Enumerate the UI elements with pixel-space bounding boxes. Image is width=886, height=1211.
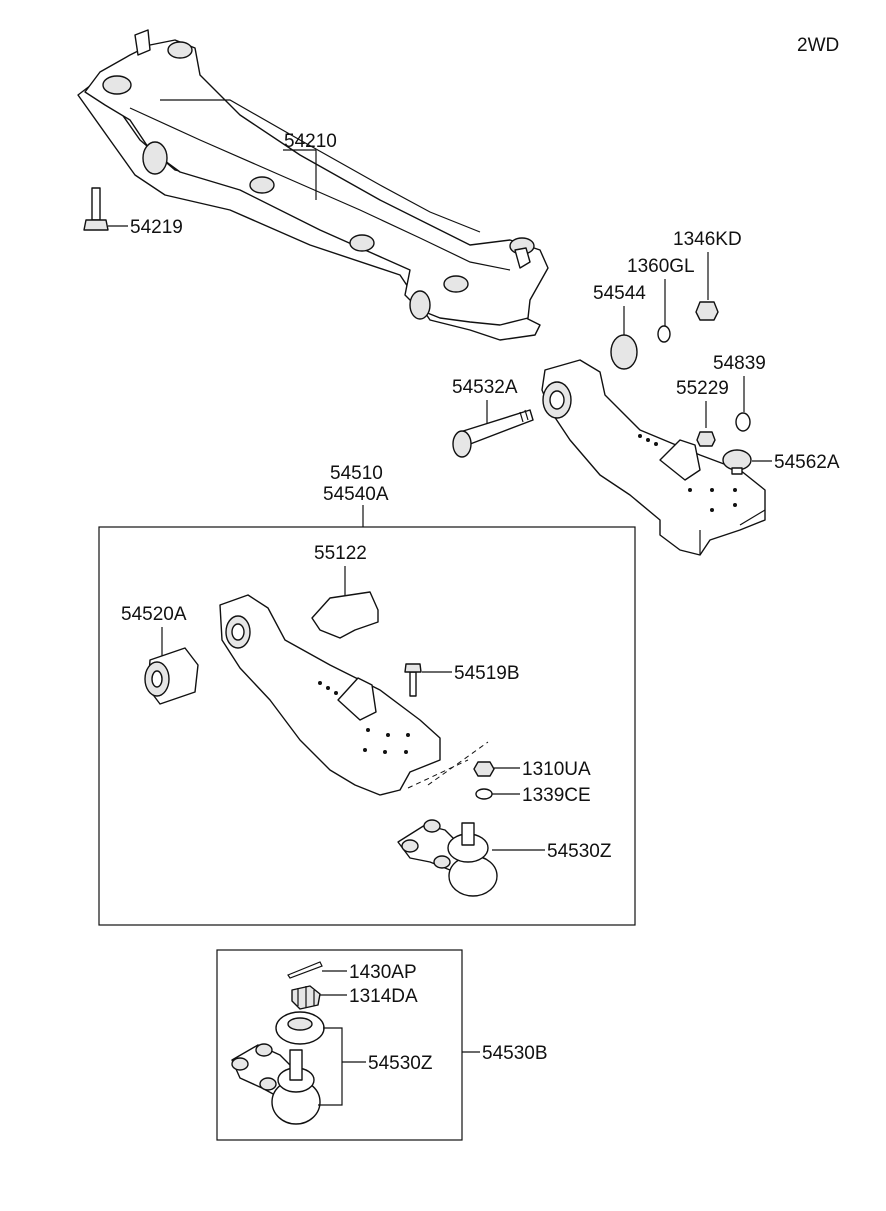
stopper-54562A-drawing: [722, 449, 752, 475]
nut-55229-drawing: [696, 431, 716, 447]
label-ball-joint-kit: 54530B: [482, 1043, 548, 1064]
crossmember-drawing: [77, 29, 549, 341]
label-crossmember-bolt: 54219: [130, 217, 183, 238]
washer-1360GL-drawing: [657, 325, 671, 343]
label-washer-1360GL: 1360GL: [627, 256, 695, 277]
label-cotter-pin: 1430AP: [349, 962, 417, 983]
bolt-54519B-drawing: [404, 663, 422, 697]
label-nut-1346KD: 1346KD: [673, 229, 742, 250]
label-castle-nut: 1314DA: [349, 986, 418, 1007]
label-shaft-54532A: 54532A: [452, 377, 518, 398]
cotter-pin-drawing: [287, 961, 323, 979]
ball-joint-lower-drawing: [231, 1043, 321, 1125]
label-crossmember: 54210: [284, 131, 337, 152]
bushing-54520A-drawing: [144, 647, 199, 705]
shaft-54532A-drawing: [452, 409, 534, 458]
lower-arm-assy-box: [98, 526, 636, 926]
bumper-54544-drawing: [610, 334, 638, 370]
label-ball-joint-upper: 54530Z: [547, 841, 612, 862]
label-washer-54839: 54839: [713, 353, 766, 374]
label-ball-joint-lower: 54530Z: [368, 1053, 433, 1074]
bracket-55122-drawing: [311, 591, 379, 639]
label-washer-1339CE: 1339CE: [522, 785, 591, 806]
bolt-54219-drawing: [83, 187, 109, 231]
castle-nut-drawing: [291, 985, 321, 1010]
label-nut-1310UA: 1310UA: [522, 759, 591, 780]
washer-1339CE-drawing: [475, 788, 493, 800]
lower-arm-upper-drawing: [541, 359, 766, 556]
variant-label: 2WD: [797, 35, 839, 56]
nut-1310UA-drawing: [473, 761, 495, 777]
nut-1346KD-drawing: [695, 301, 719, 321]
label-lower-arm-assy-1: 54510: [330, 463, 383, 484]
label-stopper-54562A: 54562A: [774, 452, 840, 473]
label-lower-arm-assy-2: 54540A: [323, 484, 389, 505]
lower-arm-box-drawing: [219, 594, 441, 796]
label-bolt-54519B: 54519B: [454, 663, 520, 684]
washer-54839-drawing: [735, 412, 751, 432]
label-bushing-54520A: 54520A: [121, 604, 187, 625]
label-bumper-54544: 54544: [593, 283, 646, 304]
ball-joint-upper-drawing: [397, 819, 498, 897]
label-nut-55229: 55229: [676, 378, 729, 399]
ball-joint-kit-box: [216, 949, 463, 1141]
label-bracket-55122: 55122: [314, 543, 367, 564]
